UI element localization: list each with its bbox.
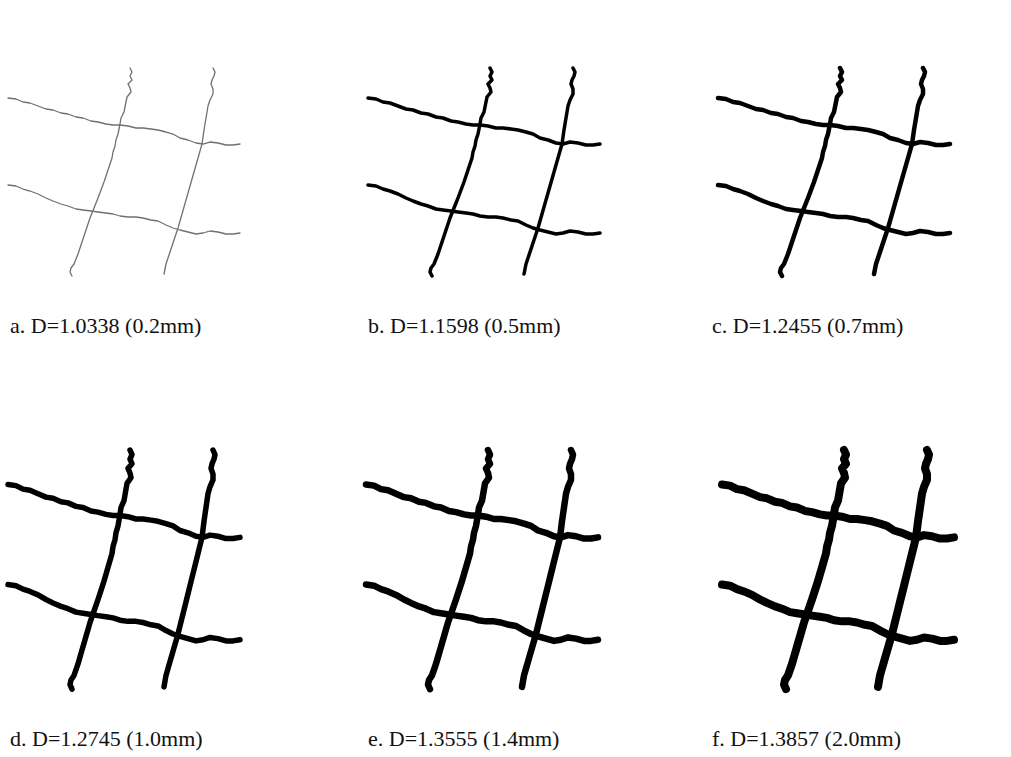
panel-caption: e. D=1.3555 (1.4mm)	[368, 726, 559, 752]
crack-network	[722, 450, 954, 689]
crack-network	[368, 68, 600, 276]
panel-caption: d. D=1.2745 (1.0mm)	[10, 726, 203, 752]
crack-network	[366, 450, 598, 689]
panel-caption: c. D=1.2455 (0.7mm)	[712, 313, 903, 339]
crack-network	[8, 450, 240, 689]
crack-network	[8, 68, 240, 276]
panel-caption: b. D=1.1598 (0.5mm)	[368, 313, 561, 339]
crack-network	[718, 68, 950, 276]
panel-caption: f. D=1.3857 (2.0mm)	[712, 726, 901, 752]
panel-caption: a. D=1.0338 (0.2mm)	[10, 313, 201, 339]
